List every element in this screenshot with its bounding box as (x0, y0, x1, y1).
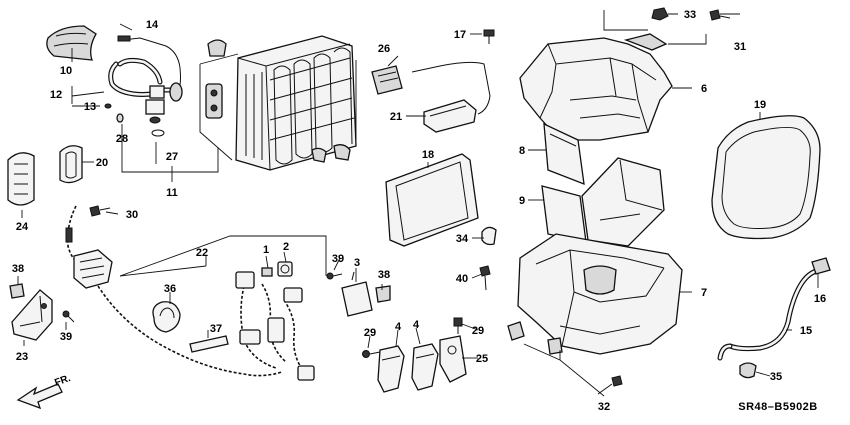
callout-39-left: 39 (60, 331, 72, 343)
suction-pipe-12 (108, 57, 183, 102)
callout-36: 36 (164, 283, 176, 295)
callout-10: 10 (60, 65, 72, 77)
callout-31: 31 (734, 41, 746, 53)
holder-38-left (9, 283, 25, 299)
callout-7: 7 (701, 287, 707, 299)
callout-6: 6 (701, 83, 707, 95)
callout-28: 28 (116, 133, 128, 145)
evaporator-core (205, 35, 357, 171)
filter-lid-9 (541, 157, 665, 247)
callout-19: 19 (754, 99, 766, 111)
screw-17 (483, 29, 495, 44)
bolt-33 (651, 7, 669, 21)
joint-16 (811, 257, 831, 275)
callout-9: 9 (519, 195, 525, 207)
callout-40: 40 (456, 273, 468, 285)
screw-39-left (62, 310, 75, 323)
callout-17: 17 (454, 29, 466, 41)
connector-26 (371, 65, 403, 95)
callout-14: 14 (146, 19, 159, 31)
callout-37: 37 (210, 323, 222, 335)
callout-4-left: 4 (395, 321, 402, 333)
callout-12: 12 (50, 89, 62, 101)
clamp-36 (152, 301, 181, 333)
diagram-code: SR48–B5902B (738, 401, 818, 413)
callout-3: 3 (354, 257, 360, 269)
bracket-23 (11, 289, 53, 341)
clip-34 (481, 226, 497, 246)
callout-21: 21 (390, 111, 402, 123)
callout-38-left: 38 (12, 263, 24, 275)
expansion-valve-27 (145, 99, 165, 137)
front-label: FR. (53, 373, 72, 389)
screw-40 (479, 265, 491, 291)
callout-35: 35 (770, 371, 782, 383)
screw-32 (597, 375, 623, 395)
callout-27: 27 (166, 151, 178, 163)
callout-15: 15 (800, 325, 812, 337)
screw-39-center (326, 272, 343, 280)
relay-1 (261, 267, 273, 277)
screw-29-right (453, 317, 463, 334)
bolt-31 (709, 9, 731, 21)
callout-18: 18 (422, 149, 434, 161)
callout-34: 34 (456, 233, 469, 245)
wire-harness-bracket-box (119, 235, 327, 277)
grommet-20 (59, 145, 83, 184)
callout-8: 8 (519, 145, 525, 157)
clip-37 (189, 335, 229, 353)
bolt-30 (89, 205, 111, 217)
callout-1: 1 (263, 244, 269, 256)
callout-4-right: 4 (413, 319, 420, 331)
callout-26: 26 (378, 43, 390, 55)
callout-11: 11 (166, 187, 178, 199)
insulator-10 (46, 25, 97, 61)
screw-29-left (362, 350, 381, 358)
callout-38-center: 38 (378, 269, 390, 281)
callout-2: 2 (283, 241, 289, 253)
callout-labels: 1 2 3 4 4 6 7 8 9 10 11 12 13 14 15 16 1… (12, 9, 826, 413)
callout-20: 20 (96, 157, 108, 169)
evaporator-outline-box (199, 53, 357, 161)
callout-29-right: 29 (472, 325, 484, 337)
leader-lines (17, 10, 819, 397)
callout-25: 25 (476, 353, 488, 365)
motor-4-left (377, 345, 405, 393)
wire-harness-22 (65, 205, 315, 381)
filter-case-8 (543, 122, 585, 186)
o-ring-13 (104, 103, 112, 109)
drain-hose-15 (717, 267, 823, 361)
callout-22: 22 (196, 247, 208, 259)
lower-case-7 (507, 233, 683, 355)
callout-13: 13 (84, 101, 96, 113)
callout-29-left: 29 (364, 327, 376, 339)
thermostat-21 (411, 61, 491, 133)
callout-23: 23 (16, 351, 28, 363)
clamp-35 (739, 362, 757, 379)
callout-30: 30 (126, 209, 138, 221)
callout-16: 16 (814, 293, 826, 305)
seal-18 (385, 153, 479, 247)
holder-38-center (375, 285, 391, 303)
linkage-25 (439, 335, 467, 383)
callout-32: 32 (598, 401, 610, 413)
seal-19 (711, 115, 821, 240)
motor-4-right (411, 343, 439, 391)
front-direction-indicator: FR. (16, 373, 72, 410)
callout-33: 33 (684, 9, 696, 21)
callout-39-center: 39 (332, 253, 344, 265)
callout-24: 24 (16, 221, 29, 233)
actuator-3 (341, 271, 373, 317)
grommet-24 (7, 152, 35, 206)
resistor-2 (277, 261, 293, 277)
o-ring-28 (116, 113, 124, 123)
upper-case-6 (519, 33, 673, 141)
